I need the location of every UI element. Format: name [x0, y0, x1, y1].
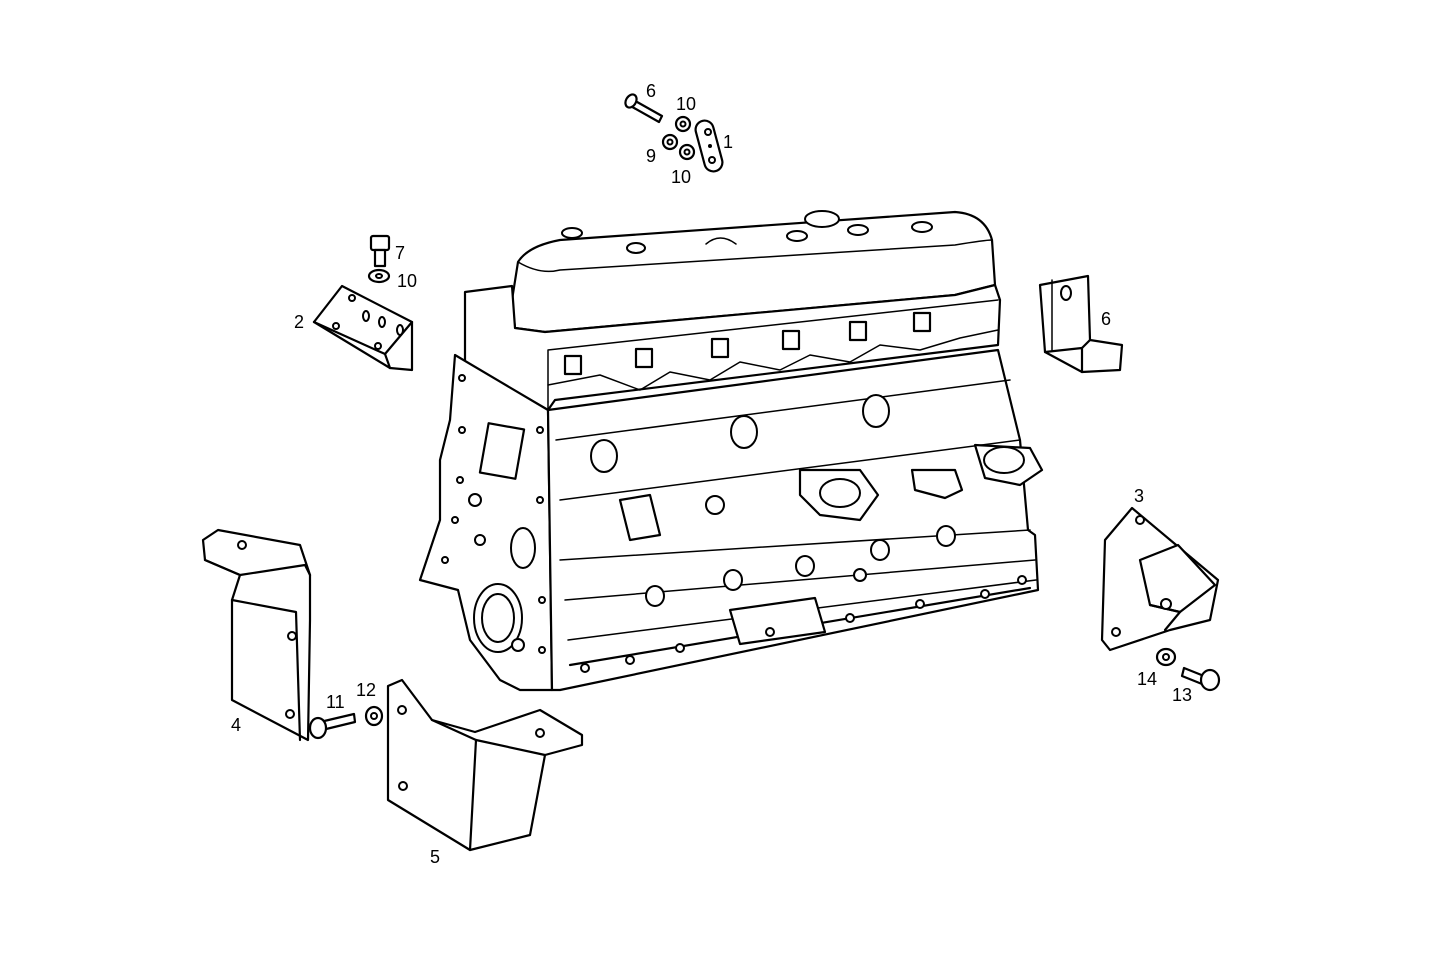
- callout-3: 3: [1134, 486, 1144, 506]
- part-10-washer-left: [367, 268, 391, 284]
- part-5-lower-mount: [386, 678, 584, 852]
- core-plugs: [590, 394, 956, 607]
- callout-10-top-b: 10: [671, 167, 691, 187]
- callout-10-left: 10: [397, 271, 417, 291]
- callout-2: 2: [294, 312, 304, 332]
- part-12-washer: [364, 705, 384, 727]
- part-9-nut: [661, 133, 679, 151]
- callout-10-top-a: 10: [676, 94, 696, 114]
- callout-7: 7: [395, 243, 405, 263]
- front-plate-bolts: [441, 374, 546, 654]
- part-3-right-mount: [1100, 506, 1220, 652]
- callout-11: 11: [326, 692, 345, 712]
- callout-6-top: 6: [646, 81, 656, 101]
- callout-14: 14: [1137, 669, 1157, 689]
- part-6-top-bolt: [624, 93, 664, 124]
- callout-12: 12: [356, 680, 376, 700]
- callout-13: 13: [1172, 685, 1192, 705]
- part-6-right-bracket: [1038, 274, 1124, 374]
- callout-6-right: 6: [1101, 309, 1111, 329]
- callout-labels: 6 10 1 9 10 7 10 2 6 3 14 13 4 11 12 5: [231, 81, 1192, 867]
- filter-bosses: [618, 443, 1044, 542]
- sump-flange-bolts: [511, 568, 1027, 673]
- part-14-washer: [1155, 647, 1177, 667]
- callout-9: 9: [646, 146, 656, 166]
- part-2-angle-bracket: [312, 284, 414, 372]
- part-11-bolt: [308, 712, 357, 740]
- callout-1: 1: [723, 132, 733, 152]
- part-1-lifting-plate: [694, 119, 724, 173]
- engine-block: [418, 210, 1044, 692]
- part-13-bolt: [1180, 666, 1221, 692]
- callout-4: 4: [231, 715, 241, 735]
- part-4-left-mount: [201, 528, 312, 742]
- callout-5: 5: [430, 847, 440, 867]
- part-7-bolt: [369, 234, 391, 268]
- part-10-washers-top: [674, 115, 696, 161]
